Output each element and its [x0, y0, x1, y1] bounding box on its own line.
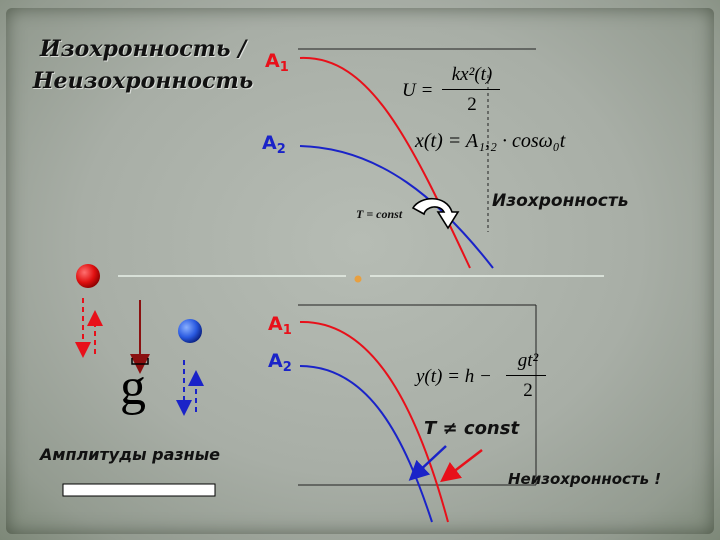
title-line1: Изохронность / — [39, 36, 247, 62]
top-a2-label: A2 — [262, 132, 286, 157]
bottom-a2-label: A2 — [268, 350, 292, 375]
section-divider — [118, 275, 604, 283]
bottom-a1-label: A1 — [268, 313, 292, 338]
title-line2: Неизохронность — [32, 68, 254, 94]
formula-x: x(t) = A₁,₂ · cosω₀t — [415, 130, 566, 152]
top-panel-lines — [298, 48, 536, 232]
red-pointer-arrow — [440, 449, 483, 483]
formula-y-numerator: gt² — [517, 350, 539, 371]
formula-u-lhs: U = — [402, 80, 434, 101]
gravity-vector-mark — [131, 358, 149, 365]
divider-dot — [354, 275, 362, 283]
top-blue-curve — [299, 145, 494, 269]
bottom-blue-curve — [299, 365, 433, 523]
t-const-label: T = const — [356, 207, 403, 221]
formula-y-lhs: y(t) = h − — [416, 366, 492, 387]
formula-u-numerator: kx²(t) — [451, 64, 493, 85]
red-ball — [76, 264, 100, 288]
t-not-const-label: T ≠ const — [424, 418, 520, 439]
formula-u-denominator: 2 — [467, 94, 477, 115]
formula-y-fraction-bar — [506, 375, 546, 376]
formula-y-denominator: 2 — [523, 380, 533, 401]
isochronism-label: Изохронность — [492, 191, 629, 211]
white-bar — [62, 483, 216, 497]
amplitudes-label: Амплитуды разные — [40, 445, 221, 464]
gravity-symbol: g — [120, 359, 146, 416]
bottom-panel-lines — [298, 304, 537, 486]
bottom-red-curve — [299, 320, 449, 523]
blue-pointer-arrow — [408, 445, 447, 481]
formula-u-fraction-bar — [442, 89, 500, 90]
blue-ball — [178, 319, 202, 343]
non-isochronism-label: Неизохронность ! — [508, 470, 662, 488]
top-a1-label: A1 — [265, 50, 289, 75]
rotation-arrow-icon — [411, 197, 460, 230]
